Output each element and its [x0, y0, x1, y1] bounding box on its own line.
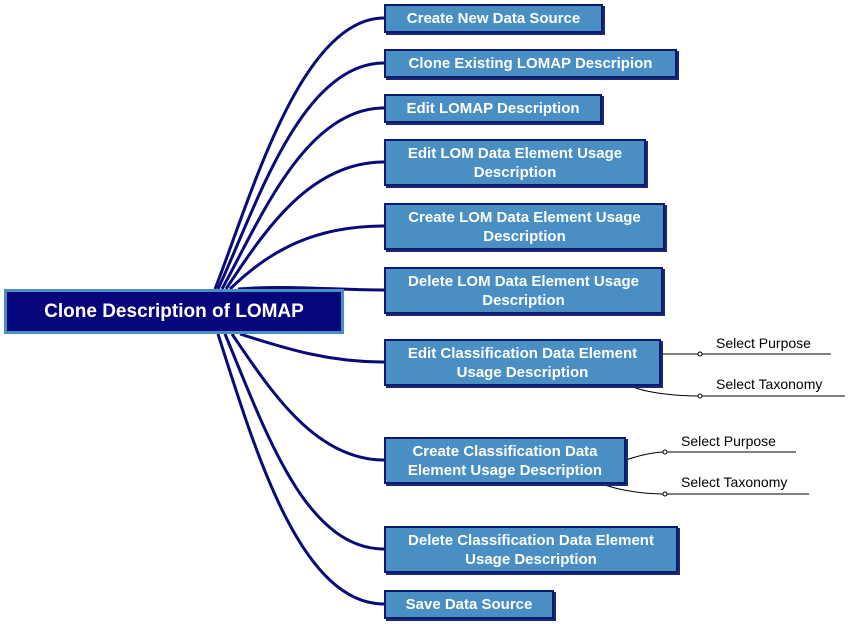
leaf-select-taxonomy: Select Taxonomy [681, 474, 788, 490]
branch-label: Edit Classification Data Element Usage D… [407, 344, 638, 381]
branch-label: Delete Classification Data Element Usage… [408, 531, 654, 568]
connector-branch-3 [224, 160, 385, 290]
branch-create-classification-data-element-usage: Create Classification Data Element Usage… [384, 437, 626, 484]
branch-label: Edit LOM Data Element Usage Description [407, 144, 623, 181]
branch-create-new-data-source: Create New Data Source [384, 4, 603, 33]
connector-branch-5 [237, 285, 385, 292]
leaf-select-purpose: Select Purpose [716, 335, 811, 351]
branch-label: Create LOM Data Element Usage Descriptio… [408, 208, 641, 245]
connector-branch-0 [213, 16, 385, 290]
root-node: Clone Description of LOMAP [4, 289, 344, 334]
branch-delete-lom-data-element-usage: Delete LOM Data Element Usage Descriptio… [384, 267, 663, 314]
connector-branch-4 [228, 224, 385, 291]
connector-branch-6 [239, 332, 385, 364]
branch-label: Save Data Source [405, 596, 533, 613]
branch-label: Create Classification Data Element Usage… [407, 442, 603, 479]
branch-label: Create New Data Source [406, 10, 581, 27]
connector-leaf-7-0 [625, 451, 796, 461]
connector-branch-1 [216, 61, 385, 290]
branch-create-lom-data-element-usage: Create LOM Data Element Usage Descriptio… [384, 203, 665, 250]
branch-edit-classification-data-element-usage: Edit Classification Data Element Usage D… [384, 339, 661, 386]
leaf-dot-6-1 [697, 393, 703, 399]
connector-branch-8 [223, 333, 385, 551]
connector-branch-7 [230, 333, 385, 462]
connector-branch-2 [220, 106, 385, 290]
branch-save-data-source: Save Data Source [384, 590, 554, 619]
branch-delete-classification-data-element-usage: Delete Classification Data Element Usage… [384, 526, 678, 573]
branch-clone-existing-lomap-description: Clone Existing LOMAP Descripion [384, 49, 677, 78]
branch-label: Delete LOM Data Element Usage Descriptio… [408, 272, 639, 309]
leaf-dot-7-1 [662, 491, 668, 497]
leaf-dot-6-0 [697, 351, 703, 357]
branch-edit-lom-data-element-usage: Edit LOM Data Element Usage Description [384, 139, 646, 186]
branch-label: Edit LOMAP Description [406, 100, 580, 117]
leaf-dot-7-0 [662, 449, 668, 455]
leaf-select-taxonomy: Select Taxonomy [716, 376, 823, 392]
branch-label: Clone Existing LOMAP Descripion [408, 55, 653, 72]
root-node-label: Clone Description of LOMAP [44, 300, 304, 322]
connector-branch-9 [216, 333, 385, 606]
leaf-select-purpose: Select Purpose [681, 433, 776, 449]
branch-edit-lomap-description: Edit LOMAP Description [384, 94, 602, 123]
